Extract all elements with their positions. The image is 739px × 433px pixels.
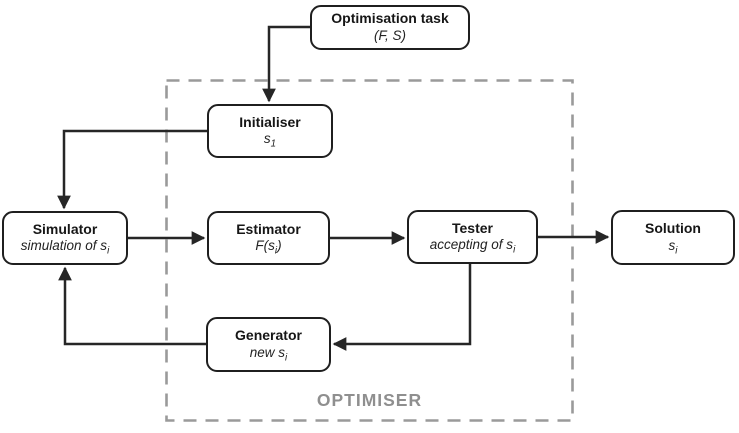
subtitle-close: ) — [277, 238, 282, 254]
node-tester-subtitle: accepting of si — [429, 237, 516, 256]
node-generator-title: Generator — [235, 327, 302, 344]
subtitle-text: simulation of s — [20, 238, 108, 254]
subtitle-subscript: i — [513, 245, 516, 256]
node-generator-subtitle: new si — [249, 344, 288, 364]
arrow-initialiser-to-simulator — [57, 129, 207, 210]
node-initialiser-subtitle: s1 — [263, 131, 277, 150]
subtitle-subscript: i — [285, 352, 288, 364]
subtitle-text: s — [668, 237, 676, 253]
subtitle-text: (F, S) — [373, 27, 406, 43]
node-optimisation-task-subtitle: (F, S) — [374, 28, 406, 45]
subtitle-subscript: i — [675, 245, 678, 257]
node-solution-subtitle: si — [668, 237, 678, 257]
optimiser-label: OPTIMISER — [316, 390, 423, 410]
subtitle-text: accepting of s — [429, 237, 514, 253]
subtitle-subscript: i — [107, 246, 110, 257]
node-initialiser: Initialiser s1 — [207, 104, 333, 158]
node-estimator-subtitle: F(si) — [255, 238, 282, 257]
subtitle-subscript: i — [274, 246, 278, 257]
node-solution-title: Solution — [645, 220, 701, 237]
subtitle-text: new s — [249, 344, 286, 360]
arrow-task-to-initialiser — [262, 25, 310, 103]
node-optimisation-task: Optimisation task (F, S) — [310, 5, 470, 50]
node-simulator-subtitle: simulation of si — [20, 238, 110, 257]
subtitle-text: F(s — [255, 238, 275, 254]
node-solution: Solution si — [611, 210, 735, 265]
arrow-tester-to-generator — [332, 264, 472, 351]
subtitle-subscript: 1 — [270, 139, 277, 150]
node-optimisation-task-title: Optimisation task — [331, 10, 449, 27]
node-generator: Generator new si — [206, 317, 331, 372]
node-initialiser-title: Initialiser — [239, 113, 301, 130]
node-estimator: Estimator F(si) — [207, 211, 330, 265]
node-tester-title: Tester — [452, 219, 493, 236]
node-simulator: Simulator simulation of si — [2, 211, 128, 265]
arrow-generator-to-simulator — [58, 266, 206, 346]
subtitle-text: s — [263, 131, 271, 147]
node-simulator-title: Simulator — [32, 220, 98, 237]
node-tester: Tester accepting of si — [407, 210, 538, 264]
optimiser-boundary — [165, 79, 574, 422]
node-estimator-title: Estimator — [236, 220, 301, 237]
